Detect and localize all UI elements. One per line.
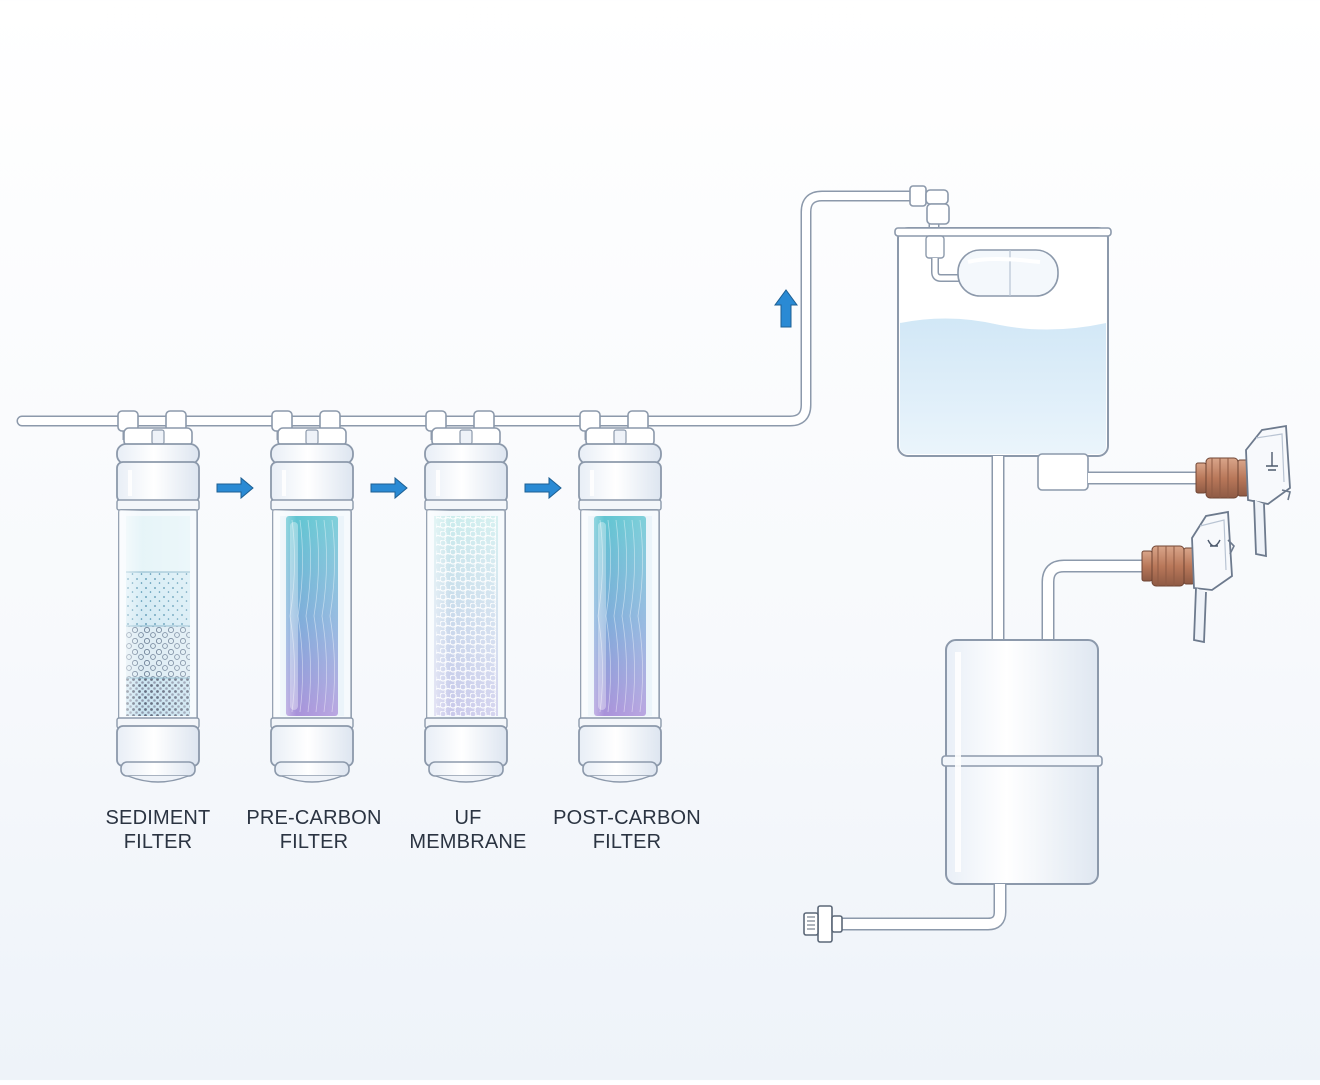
filter-label-line2: FILTER <box>279 831 349 853</box>
faucet-icon <box>1041 510 1235 644</box>
filter-label-line2: FILTER <box>123 831 193 853</box>
storage-tank <box>894 227 1112 491</box>
filter-cartridge-sediment <box>116 410 200 783</box>
drain-valve-icon <box>803 905 843 943</box>
filter-label-post-carbon: POST-CARBON FILTER <box>532 806 722 854</box>
filter-label-line1: PRE-CARBON <box>246 807 382 829</box>
flow-arrow-icon <box>216 476 254 500</box>
filter-cartridges <box>116 410 662 783</box>
pressure-tank <box>941 639 1103 885</box>
filter-label-line1: UF <box>454 807 482 829</box>
flow-arrow-icon <box>524 476 562 500</box>
filter-label-line1: SEDIMENT <box>105 807 211 829</box>
filter-label-sediment: SEDIMENT FILTER <box>63 806 253 854</box>
drain-line <box>838 884 1007 931</box>
faucet-icon <box>1088 424 1291 558</box>
filter-label-line1: POST-CARBON <box>553 807 701 829</box>
filter-label-uf-membrane: UF MEMBRANE <box>373 806 563 854</box>
filter-label-line2: FILTER <box>592 831 662 853</box>
main-feed-pipe <box>16 190 924 427</box>
tank-inlet-fitting <box>909 185 950 232</box>
filter-cartridge-membrane <box>424 410 508 783</box>
flow-arrow-icon <box>370 476 408 500</box>
filter-cartridge-carbon <box>270 410 354 783</box>
filter-cartridge-carbon <box>578 410 662 783</box>
filter-label-line2: MEMBRANE <box>409 831 527 853</box>
filter-label-pre-carbon: PRE-CARBON FILTER <box>219 806 409 854</box>
up-arrow-icon <box>774 289 798 328</box>
